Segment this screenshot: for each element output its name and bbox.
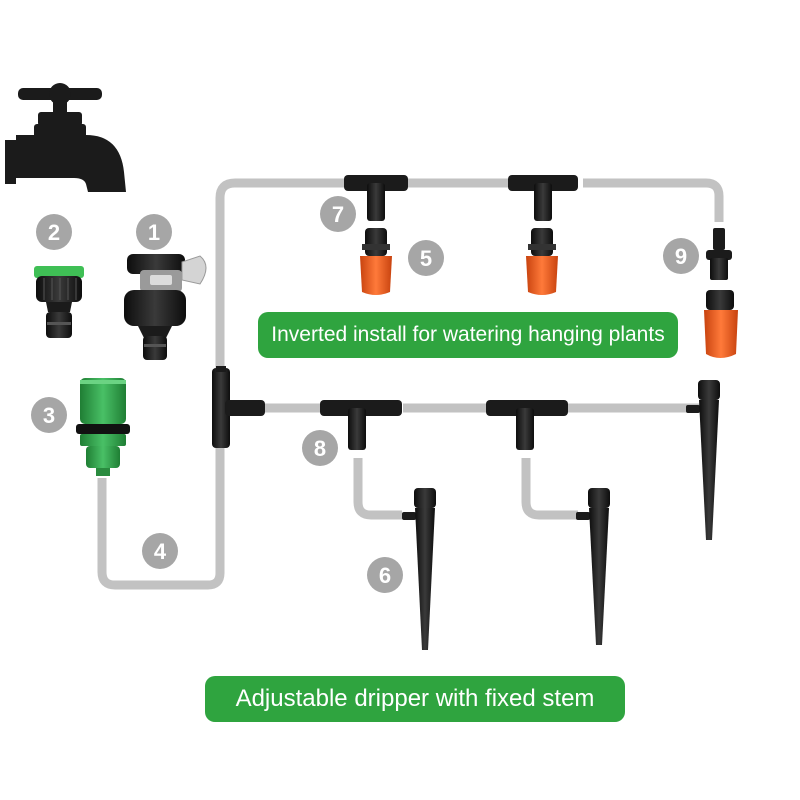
tee-connector-icon — [344, 175, 408, 221]
badge-2: 2 — [36, 214, 72, 250]
badge-1-label: 1 — [148, 220, 160, 245]
badge-9: 9 — [663, 238, 699, 274]
tee-connector-icon — [320, 400, 402, 450]
badge-5: 5 — [408, 240, 444, 276]
badge-3-label: 3 — [43, 403, 55, 428]
badge-1: 1 — [136, 214, 172, 250]
tee-connector-icon — [212, 366, 265, 448]
badge-9-label: 9 — [675, 244, 687, 269]
badge-6-label: 6 — [379, 563, 391, 588]
adjustable-dripper-banner: Adjustable dripper with fixed stem — [205, 676, 625, 722]
tee-connector-icon — [508, 175, 578, 221]
threaded-adapter-icon — [34, 266, 84, 338]
barbed-connector-icon — [706, 228, 732, 280]
inverted-install-banner: Inverted install for watering hanging pl… — [258, 312, 678, 358]
badge-6: 6 — [367, 557, 403, 593]
tubing — [97, 178, 724, 590]
tee-connector-icon — [486, 400, 568, 450]
branch-tube-2 — [521, 458, 578, 520]
branch-tube-1 — [353, 458, 402, 520]
badge-3: 3 — [31, 397, 67, 433]
top-tube-segment-2 — [583, 178, 724, 222]
badge-7: 7 — [320, 196, 356, 232]
control-valve-icon — [704, 290, 738, 358]
control-valve-icon — [526, 228, 558, 295]
badge-8-label: 8 — [314, 436, 326, 461]
quick-connector-icon — [76, 378, 130, 476]
badge-2-label: 2 — [48, 220, 60, 245]
dripper-stake-icon — [576, 488, 610, 645]
main-tube-4 — [97, 178, 345, 590]
badge-7-label: 7 — [332, 202, 344, 227]
control-valve-icon — [360, 228, 392, 295]
badge-4: 4 — [142, 533, 178, 569]
dripper-stake-icon — [402, 488, 436, 650]
badge-8: 8 — [302, 430, 338, 466]
faucet-icon — [5, 83, 126, 192]
dripper-stake-icon — [686, 380, 720, 540]
badge-4-label: 4 — [154, 539, 167, 564]
badge-5-label: 5 — [420, 246, 432, 271]
tap-adapter-icon — [124, 254, 207, 360]
